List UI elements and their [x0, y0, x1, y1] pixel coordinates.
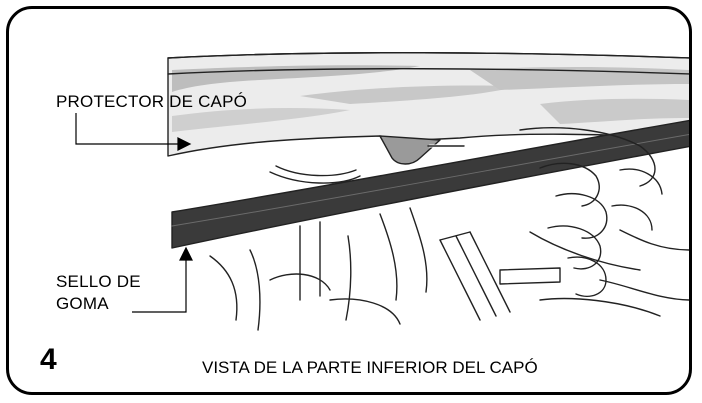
rubber-seal-shape	[171, 119, 689, 249]
step-number: 4	[40, 343, 57, 376]
rubber-seal-label: SELLO DE GOMA	[56, 271, 196, 315]
leader-lines	[75, 113, 193, 313]
rubber-seal-label-line1: SELLO DE	[56, 272, 141, 291]
seal-leader-arrowhead	[179, 246, 193, 261]
engine-bay-line-art	[209, 127, 689, 331]
protector-label: PROTECTOR DE CAPÓ	[56, 92, 248, 111]
rubber-seal-label-line2: GOMA	[56, 294, 109, 313]
protector-leader-arrowhead	[177, 137, 192, 151]
protector-leader-line	[75, 113, 186, 145]
hood-protector-shape	[167, 52, 689, 165]
seal-leader-line	[132, 252, 187, 313]
figure-caption: VISTA DE LA PARTE INFERIOR DEL CAPÓ	[202, 358, 538, 377]
